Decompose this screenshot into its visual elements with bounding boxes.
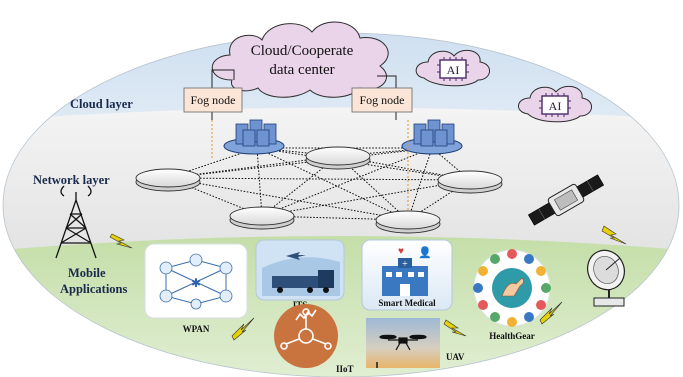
fog-drop-lines bbox=[211, 120, 409, 212]
wireless-links bbox=[109, 225, 627, 341]
wpan-label: WPAN bbox=[183, 324, 210, 334]
data-center-label-line2: data center bbox=[269, 62, 334, 78]
ai-chip-label: AI bbox=[447, 63, 460, 77]
satellite-icon bbox=[527, 174, 605, 226]
mobile-applications-label-line2: Applications bbox=[60, 282, 128, 296]
svg-text:+: + bbox=[402, 259, 408, 270]
lightning-icon bbox=[443, 319, 467, 337]
fog-node-left: Fog node bbox=[183, 87, 243, 113]
cloud-layer-label: Cloud layer bbox=[70, 97, 133, 111]
app-tile-uav[interactable]: UAV bbox=[366, 318, 465, 368]
app-tile-smart-medical[interactable]: + ♥ 👤 Smart Medical bbox=[361, 239, 453, 311]
uav-label: UAV bbox=[446, 352, 465, 362]
app-tile-iiot[interactable]: IIoT bbox=[274, 304, 354, 374]
server-cluster-left bbox=[223, 119, 285, 155]
mobile-applications-label-line1: Mobile bbox=[68, 266, 106, 280]
ai-chip-icon: AI bbox=[437, 57, 469, 81]
bluetooth-icon: ✱ bbox=[191, 276, 201, 290]
healthgear-ring bbox=[473, 249, 551, 327]
router-node bbox=[135, 168, 201, 192]
healthgear-label: HealthGear bbox=[489, 331, 535, 341]
app-tile-wpan[interactable]: ✱ WPAN bbox=[144, 243, 248, 334]
heart-icon: ♥ bbox=[398, 246, 404, 257]
network-router-nodes bbox=[135, 146, 503, 234]
lightning-icon bbox=[539, 301, 563, 325]
router-node bbox=[305, 146, 371, 170]
fog-to-server-connectors bbox=[211, 112, 397, 120]
app-tile-its[interactable]: ITS bbox=[255, 239, 345, 310]
data-center-cloud: Cloud/Cooperate data center bbox=[211, 21, 389, 98]
lightning-icon bbox=[109, 233, 133, 249]
ai-cloud-1: AI bbox=[415, 49, 490, 87]
cell-tower-icon bbox=[55, 185, 97, 259]
data-center-label-line1: Cloud/Cooperate bbox=[251, 43, 354, 59]
router-node bbox=[229, 206, 295, 230]
ai-chip-label: AI bbox=[549, 99, 562, 113]
lightning-icon bbox=[231, 317, 255, 341]
fog-node-left-label: Fog node bbox=[191, 93, 236, 107]
fog-node-right-label: Fog node bbox=[360, 93, 405, 107]
ai-chip-icon: AI bbox=[539, 93, 571, 117]
cloud-to-fog-connectors bbox=[211, 69, 397, 88]
app-tile-healthgear[interactable]: HealthGear bbox=[473, 249, 551, 341]
server-cluster-right bbox=[401, 119, 463, 155]
network-layer-label: Network layer bbox=[33, 173, 110, 187]
router-node bbox=[437, 170, 503, 194]
satellite-dish-icon bbox=[587, 249, 625, 307]
fog-node-right: Fog node bbox=[351, 87, 413, 113]
network-layer-band bbox=[3, 107, 679, 262]
iiot-label: IIoT bbox=[336, 364, 354, 374]
ai-cloud-2: AI bbox=[518, 85, 592, 123]
person-icon: 👤 bbox=[418, 246, 432, 259]
lightning-icon bbox=[601, 225, 627, 245]
smart-medical-label: Smart Medical bbox=[378, 298, 436, 308]
router-node bbox=[375, 210, 441, 234]
drone-icon bbox=[379, 334, 427, 351]
